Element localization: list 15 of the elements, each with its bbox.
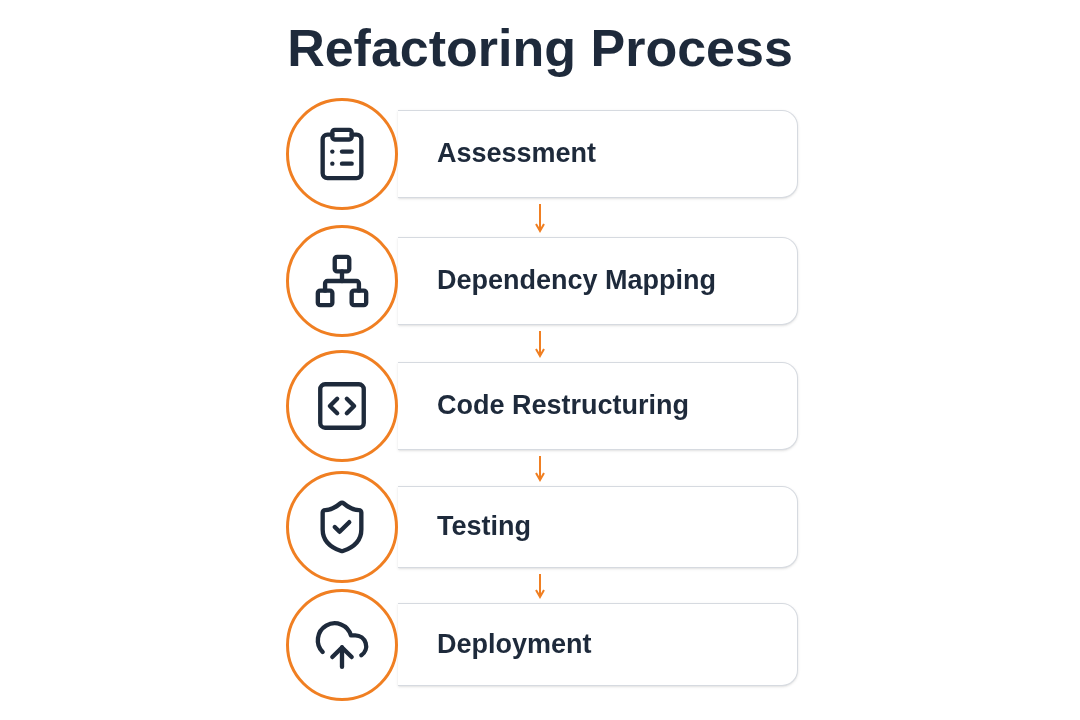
step-label: Deployment <box>437 627 592 661</box>
arrow <box>535 455 545 481</box>
arrow <box>535 573 545 598</box>
step-card <box>398 486 798 568</box>
title: Refactoring Process <box>286 18 794 79</box>
step-label: Testing <box>437 510 531 544</box>
step-card <box>398 237 798 325</box>
step-card <box>398 362 798 450</box>
step-label: Code Restructuring <box>437 389 690 423</box>
arrow <box>535 330 545 357</box>
arrow <box>535 203 545 232</box>
step-card <box>398 603 798 686</box>
step-label: Dependency Mapping <box>437 264 717 298</box>
step-card <box>398 110 798 198</box>
step-label: Assessment <box>437 137 597 171</box>
